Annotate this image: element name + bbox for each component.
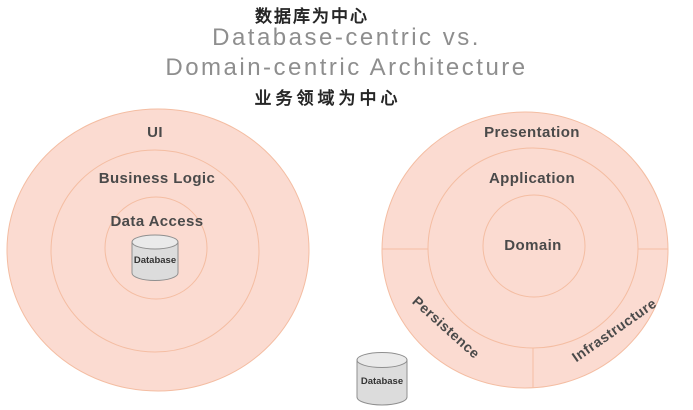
left-ring-label-data-access: Data Access [110,213,203,230]
cylinder-top [356,352,408,368]
page-title: Database-centric vs. Domain-centric Arch… [0,23,693,83]
right-ring-label-presentation: Presentation [484,124,580,141]
left-ring-label-business-logic: Business Logic [99,170,215,187]
page-title-line1: Database-centric vs. [212,24,481,51]
right-ring-label-domain: Domain [504,237,561,254]
right-database-label: Database [361,376,403,387]
right-ring-domain [482,194,586,298]
left-database-cylinder-icon: Database [131,234,179,281]
chinese-annotation-domain-centric: 业务领域为中心 [254,89,402,108]
right-ring-label-application: Application [489,170,575,187]
chinese-annotation-database-centric: 数据库为中心 [255,7,369,26]
cylinder-top [131,234,179,250]
cylinder-body [356,359,408,406]
left-onion-diagram: UI Business Logic Data Access Database [6,108,310,392]
left-ring-label-ui: UI [147,124,163,141]
right-onion-diagram: Presentation Application Domain Persiste… [356,111,669,406]
page-title-line2: Domain-centric Architecture [165,54,528,81]
cylinder-body [131,241,179,281]
left-database-label: Database [134,255,176,266]
right-database-cylinder-icon: Database [356,352,408,406]
